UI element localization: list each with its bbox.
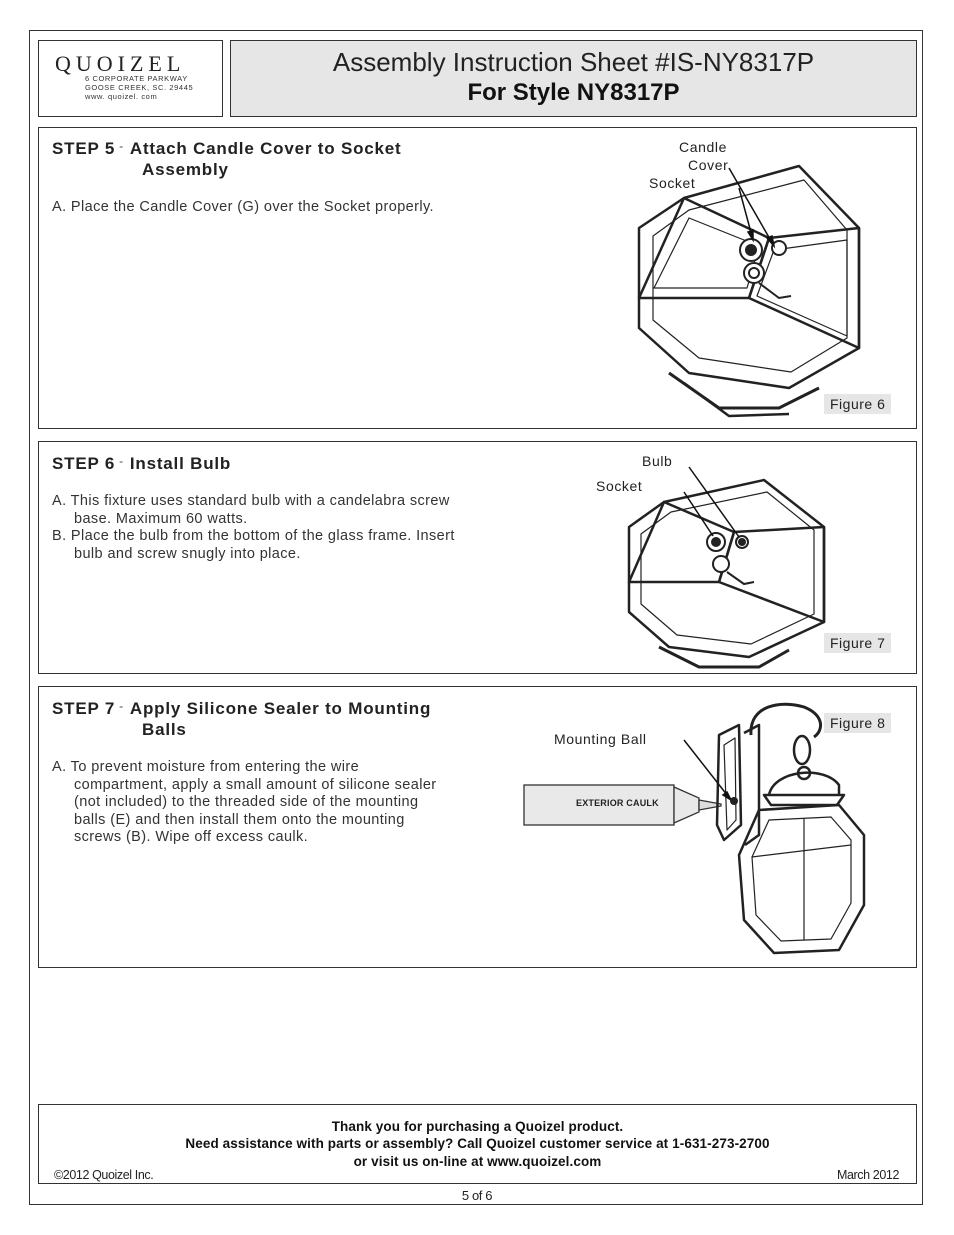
figure-6-label: Figure 6 [824, 394, 892, 414]
footer-date: March 2012 [836, 1168, 899, 1182]
company-address: 6 CORPORATE PARKWAY GOOSE CREEK, SC. 294… [85, 74, 193, 101]
step-dash: - [119, 699, 124, 713]
step-number: STEP 5 [52, 139, 116, 158]
step-7-panel: STEP 7-Apply Silicone Sealer to Mounting… [38, 686, 917, 968]
title-block: Assembly Instruction Sheet #IS-NY8317P F… [230, 40, 917, 117]
step-title-continued: Balls [142, 720, 187, 739]
step-title: Attach Candle Cover to Socket [129, 139, 402, 158]
style-title: For Style NY8317P [467, 79, 680, 106]
step-6-panel: STEP 6-Install Bulb A. This fixture uses… [38, 441, 917, 674]
callout-candle: Candle [679, 139, 727, 155]
step-5-heading: STEP 5-Attach Candle Cover to Socket Ass… [52, 136, 402, 180]
sheet-title: Assembly Instruction Sheet #IS-NY8317P [332, 47, 815, 77]
step-number: STEP 7 [52, 699, 116, 718]
step-title: Apply Silicone Sealer to Mounting [129, 699, 432, 718]
instruction-line: A. Place the Candle Cover (G) over the S… [52, 199, 434, 215]
instruction-line: (not included) to the threaded side of t… [74, 794, 419, 810]
company-logo: QUOIZEL [55, 51, 186, 76]
step-7-heading: STEP 7-Apply Silicone Sealer to Mounting… [52, 696, 431, 740]
figure-6-illustration [637, 164, 861, 418]
figure-8-label: Figure 8 [824, 713, 892, 733]
callout-mounting-ball: Mounting Ball [554, 731, 647, 747]
caulk-tube-label: EXTERIOR CAULK [576, 798, 659, 808]
step-title-continued: Assembly [142, 160, 229, 179]
instruction-line: A. This fixture uses standard bulb with … [52, 493, 450, 509]
page-border [29, 30, 923, 1205]
callout-socket: Socket [649, 175, 696, 191]
step-6-heading: STEP 6-Install Bulb [52, 451, 231, 474]
step-7-instructions: A. To prevent moisture from entering the… [52, 759, 437, 847]
step-number: STEP 6 [52, 454, 116, 473]
instruction-line: screws (B). Wipe off excess caulk. [74, 829, 309, 845]
figure-7-illustration [627, 466, 826, 669]
footer-website: or visit us on-line at www.quoizel.com [353, 1154, 602, 1169]
address-line: GOOSE CREEK, SC. 29445 [85, 83, 194, 92]
footer-panel: Thank you for purchasing a Quoizel produ… [38, 1104, 917, 1184]
instruction-line: compartment, apply a small amount of sil… [74, 776, 437, 793]
instruction-line: balls (E) and then install them onto the… [74, 811, 405, 828]
step-title: Install Bulb [129, 454, 232, 473]
address-line: www. quoizel. com [85, 92, 158, 101]
step-5-panel: STEP 5-Attach Candle Cover to Socket Ass… [38, 127, 917, 429]
instruction-line: bulb and screw snugly into place. [74, 545, 301, 562]
step-6-instructions: A. This fixture uses standard bulb with … [52, 493, 455, 563]
logo-block: QUOIZEL 6 CORPORATE PARKWAY GOOSE CREEK,… [38, 40, 223, 117]
caulk-tube [523, 784, 722, 826]
callout-cover: Cover [688, 157, 729, 173]
copyright-text: ©2012 Quoizel Inc. [54, 1168, 154, 1182]
callout-socket: Socket [596, 478, 643, 494]
figure-7-label: Figure 7 [824, 633, 892, 653]
address-line: 6 CORPORATE PARKWAY [85, 74, 188, 83]
step-dash: - [119, 454, 124, 468]
instruction-line: base. Maximum 60 watts. [74, 510, 248, 527]
instruction-line: B. Place the bulb from the bottom of the… [52, 528, 455, 544]
footer-assistance: Need assistance with parts or assembly? … [185, 1136, 770, 1151]
step-5-instructions: A. Place the Candle Cover (G) over the S… [52, 199, 434, 217]
figure-8-illustration [523, 702, 866, 955]
footer-thanks: Thank you for purchasing a Quoizel produ… [331, 1119, 624, 1134]
instruction-line: A. To prevent moisture from entering the… [52, 759, 360, 775]
callout-bulb: Bulb [642, 453, 673, 469]
page-number: 5 of 6 [461, 1188, 493, 1203]
step-dash: - [119, 139, 124, 153]
